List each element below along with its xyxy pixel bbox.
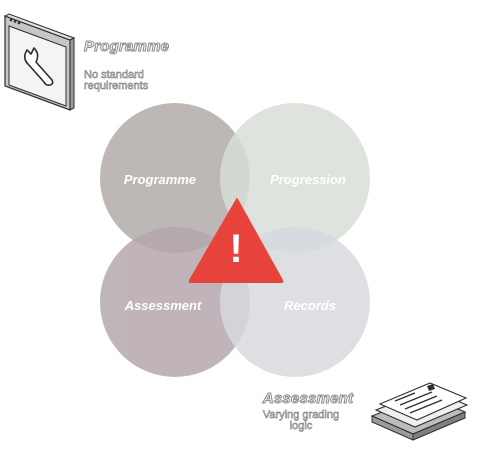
assessment-callout-title: Assessment — [262, 390, 354, 408]
assessment-callout-line-2: logic — [289, 420, 313, 432]
warning-triangle — [188, 198, 284, 283]
document-stack-icon — [370, 382, 469, 441]
assessment-callout-line-1: Varying grading — [262, 409, 340, 421]
label-assessment: Assessment — [124, 298, 202, 313]
programme-callout-line-1: No standard — [84, 69, 145, 81]
warning-exclamation: ! — [229, 227, 242, 271]
programme-callout-line-2: requirements — [84, 80, 149, 92]
programme-callout-title: Programme — [83, 38, 170, 56]
warning-icon: ! — [188, 198, 284, 283]
label-progression: Progression — [270, 172, 346, 187]
label-programme: Programme — [124, 172, 196, 187]
wrench-window-icon — [3, 13, 76, 111]
label-records: Records — [284, 298, 336, 313]
circle-programme — [100, 103, 250, 253]
circle-progression — [220, 103, 370, 253]
